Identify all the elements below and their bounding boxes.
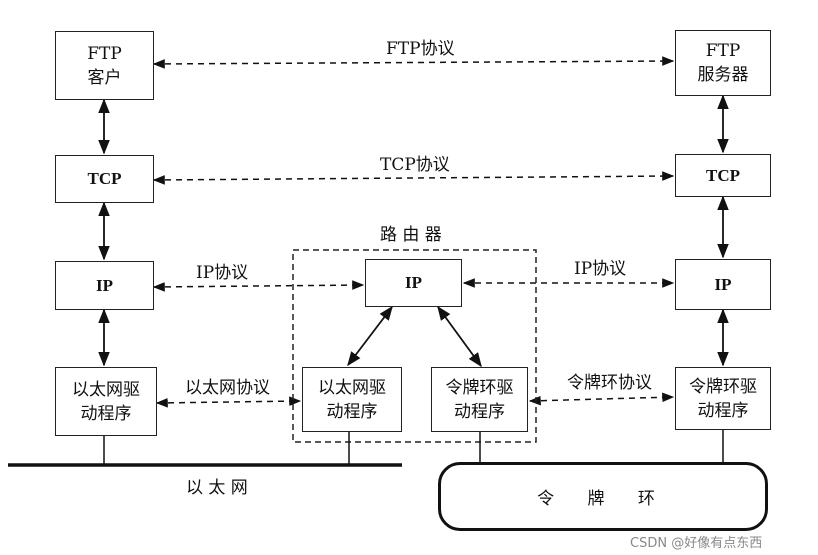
watermark: CSDN @好像有点东西 <box>630 536 763 551</box>
ftp-client-line2: 客户 <box>87 67 122 88</box>
ftp-protocol-label: FTP协议 <box>386 39 455 59</box>
ip-right-protocol-label: IP协议 <box>574 259 627 279</box>
router-ip-eth-link <box>347 305 393 367</box>
ftp-server-line1: FTP <box>705 41 741 61</box>
ip-left-protocol-label: IP协议 <box>196 263 249 283</box>
token-ring-protocol-arrow <box>528 392 675 406</box>
right-token-driver-box: 令牌环驱 动程序 <box>675 367 771 430</box>
ip-left-protocol-arrow <box>152 280 365 292</box>
ftp-server-box: FTP 服务器 <box>675 30 771 96</box>
left-eth-driver-line1: 以太网驱 <box>72 379 140 400</box>
right-ip-box: IP <box>675 259 771 310</box>
right-tcp-label: TCP <box>706 165 740 185</box>
router-eth-driver-line2: 动程序 <box>326 401 378 422</box>
ftp-protocol-arrow <box>152 56 675 69</box>
left-tcp-label: TCP <box>87 169 122 188</box>
ftp-client-box: FTP 客户 <box>55 31 154 100</box>
router-boundary <box>292 249 537 443</box>
right-tcp-box: TCP <box>675 154 771 197</box>
left-tcp-box: TCP <box>55 155 154 203</box>
router-token-driver-line2: 动程序 <box>454 401 505 422</box>
router-token-driver-line1: 令牌环驱 <box>445 377 514 398</box>
tcp-protocol-label: TCP协议 <box>380 155 450 175</box>
token-ring-network: 令 牌 环 <box>438 462 768 531</box>
right-ip-label: IP <box>714 274 732 294</box>
router-ip-label: IP <box>405 273 422 292</box>
ftp-client-line1: FTP <box>87 43 122 64</box>
right-token-driver-line2: 动程序 <box>697 400 749 421</box>
router-ip-token-link <box>437 305 482 368</box>
router-eth-driver-line1: 以太网驱 <box>318 377 386 398</box>
ftp-server-line2: 服务器 <box>697 65 749 85</box>
router-ethernet-driver-box: 以太网驱 动程序 <box>302 367 402 432</box>
left-ip-box: IP <box>55 261 154 310</box>
ethernet-protocol-label: 以太网协议 <box>185 378 270 398</box>
left-eth-driver-line2: 动程序 <box>80 403 132 424</box>
ethernet-label: 以 太 网 <box>186 478 248 498</box>
right-token-driver-line1: 令牌环驱 <box>689 376 757 397</box>
router-title: 路 由 器 <box>380 225 442 245</box>
router-token-driver-box: 令牌环驱 动程序 <box>431 367 528 432</box>
ethernet-protocol-arrow <box>155 396 302 408</box>
left-ethernet-driver-box: 以太网驱 动程序 <box>55 367 157 436</box>
router-ip-box: IP <box>365 259 462 307</box>
token-ring-protocol-label: 令牌环协议 <box>567 373 652 393</box>
token-ring-label: 令 牌 环 <box>537 489 669 509</box>
left-ip-label: IP <box>96 275 113 295</box>
tcp-protocol-arrow <box>152 171 675 185</box>
